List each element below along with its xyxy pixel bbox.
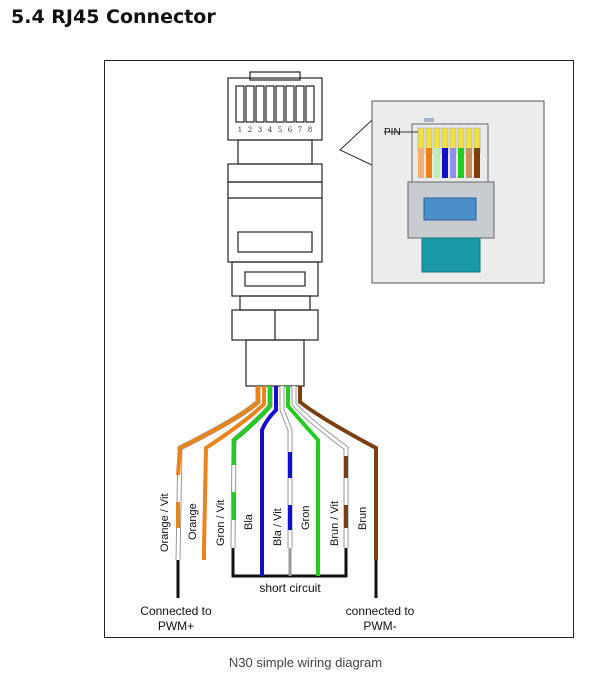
- pwm-plus-label-line2: PWM+: [158, 619, 194, 633]
- inset-wires: [418, 148, 480, 178]
- pin-number: 1: [238, 126, 242, 134]
- pin-number: 6: [288, 126, 293, 134]
- pin-number: 8: [308, 126, 312, 134]
- figure-caption: N30 simple wiring diagram: [228, 655, 383, 670]
- plug-contacts: [235, 85, 315, 123]
- wire-label-orange-white: Orange / Vit: [159, 494, 171, 553]
- pwm-plus-label-line1: Connected to: [140, 604, 212, 618]
- pin-number: 7: [298, 126, 302, 134]
- rj45-plug: [227, 71, 323, 387]
- pin-number: 2: [248, 126, 252, 134]
- pwm-minus-label-line1: connected to: [346, 604, 415, 618]
- wire-label-blue: Bla: [243, 513, 255, 530]
- wire-label-blue-white: Bla / Vit: [272, 508, 284, 546]
- plug-pin-numbers: 1 2 3 4 5 6 7 8: [238, 126, 312, 134]
- pin-number: 5: [278, 126, 282, 134]
- wire-label-green-white: Gron / Vit: [215, 500, 227, 546]
- wire-label-orange: Orange: [187, 503, 199, 540]
- inset-pins: [417, 127, 481, 155]
- pin-number: 3: [258, 126, 262, 134]
- short-circuit-label: short circuit: [259, 581, 321, 595]
- diagram-frame: [104, 60, 574, 638]
- section-title: 5.4 RJ45 Connector: [11, 6, 216, 28]
- wire-label-brown: Brun: [357, 507, 369, 530]
- wire-label-brown-white: Brun / Vit: [329, 501, 341, 546]
- wire-labels: Orange / Vit Orange Gron / Vit Bla Bla /…: [159, 494, 369, 553]
- inset-detail: PIN 1 2 3 4 5 6 7 8: [339, 100, 545, 284]
- pwm-minus-label-line2: PWM-: [363, 619, 396, 633]
- wires: [175, 386, 378, 598]
- inset-pin-label: PIN: [384, 127, 401, 138]
- wire-label-green: Gron: [300, 506, 312, 530]
- pin-number: 4: [268, 126, 273, 134]
